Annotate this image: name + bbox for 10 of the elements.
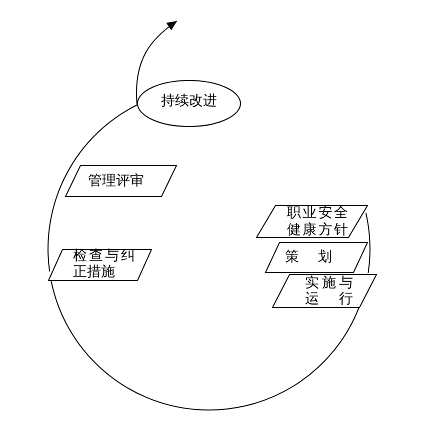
ellipse-node: 持续改进	[137, 80, 241, 127]
curved-line	[368, 242, 370, 274]
curved-line	[365, 212, 370, 242]
parallelogram-box: 职业安全健康方针	[256, 205, 368, 238]
parallelogram-box: 策划	[265, 242, 368, 273]
curved-line	[48, 104, 138, 272]
parallelogram-box: 管理评审	[65, 165, 177, 197]
curved-line	[50, 280, 360, 410]
parallelogram-box: 实施与运行	[272, 274, 377, 308]
curved-arrow	[136, 20, 178, 105]
